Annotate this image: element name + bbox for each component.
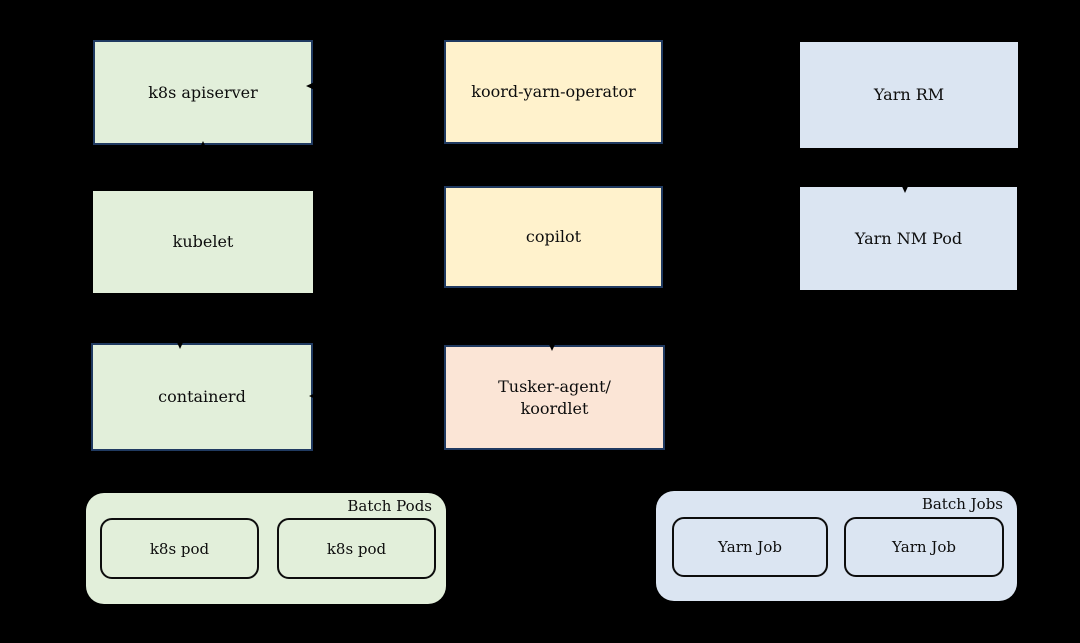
node-k8s-pod-1: k8s pod <box>100 518 259 579</box>
arrow-kubelet-to-k8s-apiserver <box>197 141 209 188</box>
node-koord-yarn-operator: koord-yarn-operator <box>444 40 663 144</box>
group-batch-jobs-label: Batch Jobs <box>921 495 1003 513</box>
node-containerd: containerd <box>91 343 313 451</box>
node-yarn-job-1: Yarn Job <box>672 517 828 577</box>
node-copilot: copilot <box>444 186 663 288</box>
group-batch-pods: Batch Pods k8s pod k8s pod <box>86 493 446 604</box>
arrow-copilot-to-tusker-agent <box>546 291 558 351</box>
group-batch-pods-label: Batch Pods <box>347 497 432 515</box>
arrow-kubelet-to-containerd <box>174 296 186 349</box>
arrow-tusker-agent-to-containerd <box>309 390 441 402</box>
node-k8s-pod-2: k8s pod <box>277 518 436 579</box>
node-yarn-nm-pod: Yarn NM Pod <box>800 187 1017 290</box>
node-k8s-apiserver: k8s apiserver <box>93 40 313 145</box>
node-kubelet: kubelet <box>93 191 313 293</box>
node-tusker-agent-koordlet: Tusker-agent/ koordlet <box>444 345 665 450</box>
node-yarn-rm: Yarn RM <box>800 42 1018 148</box>
group-batch-jobs: Batch Jobs Yarn Job Yarn Job <box>656 491 1017 601</box>
node-yarn-job-2: Yarn Job <box>844 517 1004 577</box>
arrow-koord-yarn-operator-to-k8s-apiserver <box>306 80 444 92</box>
